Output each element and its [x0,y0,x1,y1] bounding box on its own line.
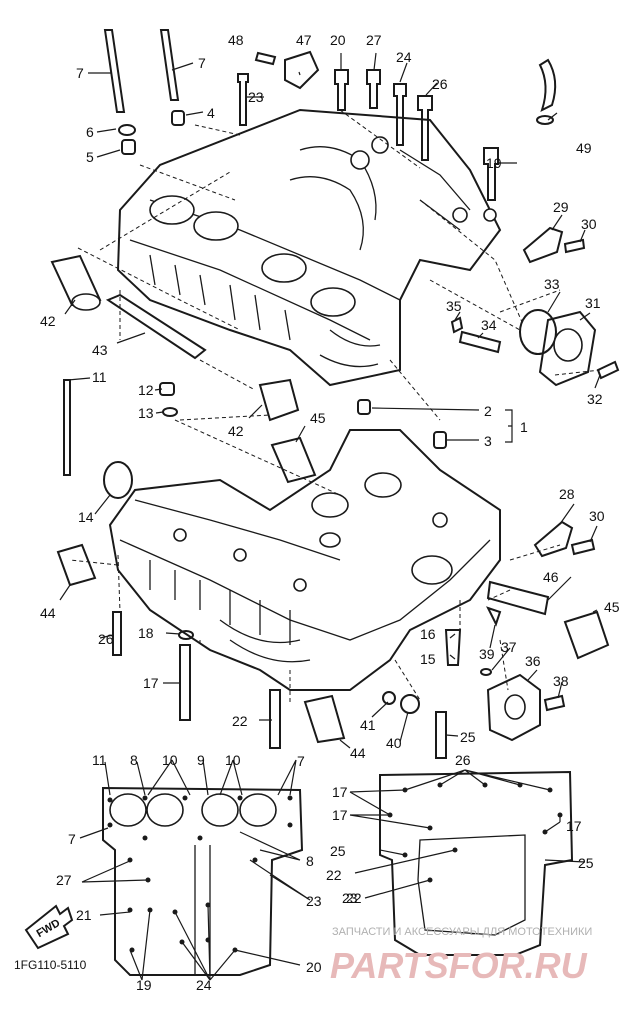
lower-crankcase [108,429,501,691]
watermark-tagline: ЗАПЧАСТИ И АКСЕССУАРЫ ДЛЯ МОТОТЕХНИКИ [332,926,592,938]
small-parts [50,29,620,759]
part-label: 34 [481,317,497,333]
part-label: 3 [484,433,492,449]
part-label: 11 [92,752,107,768]
part-label: 25 [330,843,346,859]
part-label: 22 [346,890,362,906]
part-label: 45 [310,410,326,426]
part-label: 32 [587,391,603,407]
part-label: 8 [130,752,138,768]
part-label: 20 [306,959,322,975]
part-label: 49 [576,140,592,156]
part-label: 44 [350,745,366,761]
bottom-left-view [102,786,304,976]
forward-arrow: FWD [24,904,74,950]
watermark: ЗАПЧАСТИ И АКСЕССУАРЫ ДЛЯ МОТОТЕХНИКИ PA… [330,926,592,986]
part-label: 7 [76,65,84,81]
part-label: 40 [386,735,402,751]
part-label: 19 [136,977,152,993]
part-label: 7 [68,831,76,847]
part-label: 25 [578,855,594,871]
part-label: 26 [432,76,448,92]
part-label: 26 [98,631,114,647]
part-label: 8 [306,853,314,869]
part-label: 47 [296,32,312,48]
part-label: 7 [297,753,305,769]
part-label: 37 [501,639,517,655]
part-label: 27 [56,872,72,888]
part-label: 44 [40,605,56,621]
part-label: 11 [92,369,107,385]
part-label: 17 [332,807,348,823]
part-label: 7 [198,55,206,71]
part-label: 9 [197,752,205,768]
part-label: 17 [566,818,582,834]
part-label: 28 [559,486,575,502]
part-label: 38 [553,673,569,689]
part-label: 17 [332,784,348,800]
part-label: 31 [585,295,601,311]
part-label: 48 [228,32,244,48]
part-label: 39 [479,646,495,662]
part-label: 43 [92,342,108,358]
part-label: 46 [543,569,559,585]
part-label: 25 [460,729,476,745]
part-label: 33 [544,276,560,292]
part-label: 29 [553,199,569,215]
part-label: 23 [306,893,322,909]
part-label: 20 [330,32,346,48]
part-label: 14 [78,509,94,525]
part-label: 2 [484,403,492,419]
part-label: 19 [486,155,502,171]
part-label: 16 [420,626,436,642]
part-label: 45 [604,599,620,615]
part-label: 13 [138,405,154,421]
part-label: 1 [520,419,528,435]
part-label: 26 [455,752,471,768]
part-label: 22 [326,867,342,883]
upper-crankcase [116,108,502,387]
part-label: 10 [225,752,241,768]
part-label: 15 [420,651,436,667]
part-label: 27 [366,32,382,48]
part-label: 10 [162,752,178,768]
part-label: 17 [143,675,159,691]
part-label: 22 [232,713,248,729]
part-label: 6 [86,124,94,140]
part-label: 23 [248,89,264,105]
diagram-code: 1FG110-5110 [14,958,87,972]
part-labels: 1 2 3 4 5 6 7 7 7 7 8 8 9 10 10 11 11 12… [40,32,620,993]
part-label: 18 [138,625,154,641]
part-label: 12 [138,382,154,398]
part-label: 4 [207,105,215,121]
part-label: 41 [360,717,376,733]
watermark-logo: PARTSFOR.RU [330,945,588,986]
part-label: 35 [446,298,462,314]
part-label: 24 [196,977,212,993]
leader-lines [59,52,601,981]
part-label: 30 [589,508,605,524]
part-label: 36 [525,653,541,669]
part-label: 30 [581,216,597,232]
part-label: 23 [342,890,358,906]
part-label: 24 [396,49,412,65]
part-label: 21 [76,907,92,923]
part-label: 42 [228,423,244,439]
part-label: 5 [86,149,94,165]
part-label: 42 [40,313,56,329]
